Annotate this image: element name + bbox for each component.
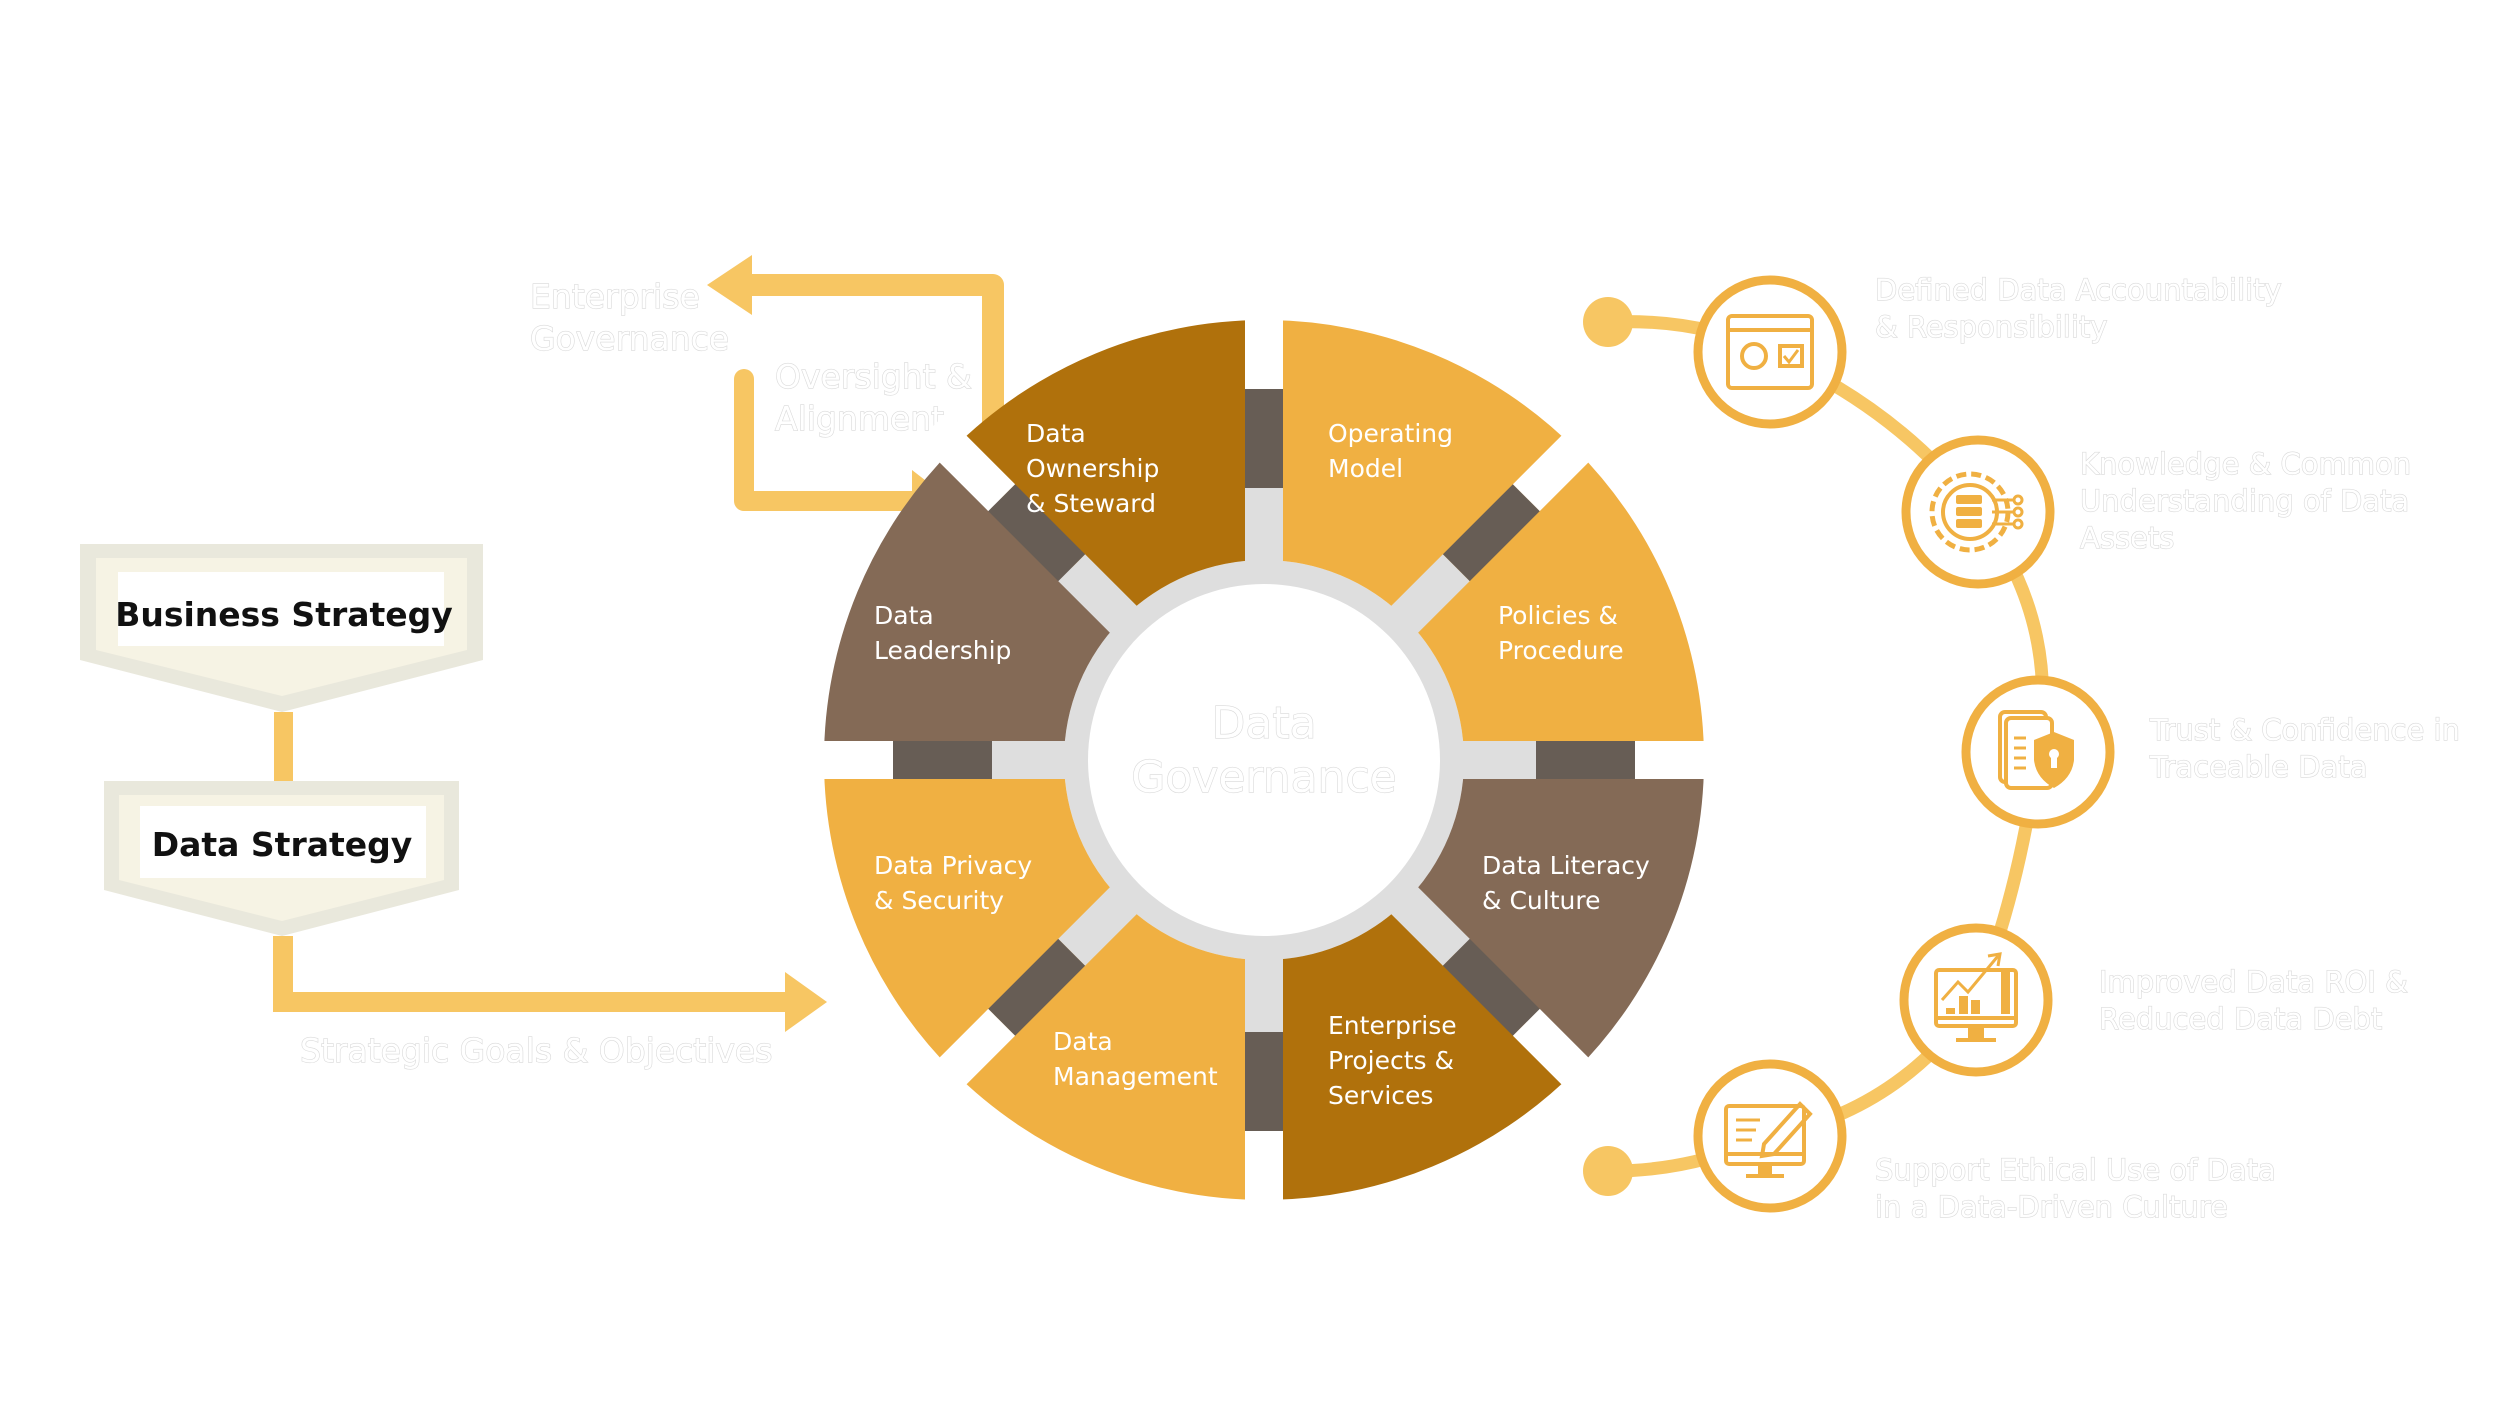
document-shield-icon [1998, 710, 2074, 790]
wheel-segment [952, 320, 1264, 619]
enterprise-governance-label: Enterprise Governance [530, 277, 729, 358]
wheel-segment [1405, 760, 1704, 1072]
segment-label: Policies &Procedure [1498, 601, 1624, 665]
outcomes-timeline: Defined Data Accountability& Responsibil… [1583, 272, 2461, 1225]
segment-wedge [1405, 448, 1704, 760]
segment-wedge [823, 448, 1123, 760]
strategy-connector [274, 712, 293, 782]
business-strategy-box: Business Strategy [80, 544, 483, 712]
segment-wedge [823, 760, 1123, 1072]
wheel-segment [823, 760, 1123, 1072]
segment-label: Data Literacy& Culture [1482, 851, 1650, 915]
spoke-inner [1058, 884, 1140, 966]
spoke-inner [1388, 884, 1470, 966]
business-strategy-label: Business Strategy [115, 595, 453, 634]
spoke-inner [1388, 554, 1470, 636]
enterprise-governance-arrow [707, 255, 1004, 435]
outcome-item: Improved Data ROI &Reduced Data Debt [1899, 923, 2408, 1077]
data-strategy-label: Data Strategy [152, 825, 413, 864]
spoke-connector [1442, 484, 1540, 582]
wheel-segment [1264, 901, 1576, 1200]
segment-wedge [952, 901, 1264, 1200]
outcome-label: Defined Data Accountability& Responsibil… [1875, 273, 2282, 344]
gear-database-icon [1929, 471, 2024, 553]
timeline-start-dot [1583, 297, 1633, 347]
settings-window-icon [1726, 314, 1814, 390]
spoke-gap [1512, 414, 1610, 512]
spoke-connector [988, 938, 1086, 1036]
outcome-label: Improved Data ROI &Reduced Data Debt [2099, 965, 2408, 1036]
data-strategy-box: Data Strategy [104, 781, 459, 936]
monitor-chart-icon [1934, 952, 2018, 1042]
spoke-connector [988, 484, 1086, 582]
segment-wedge [952, 320, 1264, 619]
wheel-segment [1264, 320, 1576, 619]
center-circle [1088, 584, 1440, 936]
spoke-gap [1512, 1008, 1610, 1106]
segment-wedge [1264, 901, 1576, 1200]
strategic-goals-label: Strategic Goals & Objectives [300, 1031, 772, 1070]
outcome-item: Defined Data Accountability& Responsibil… [1693, 272, 2282, 429]
timeline-end-dot [1583, 1146, 1633, 1196]
wheel-segment [952, 901, 1264, 1200]
monitor-pen-icon [1724, 1101, 1813, 1178]
spoke-gap [918, 414, 1016, 512]
spoke-inner [1058, 554, 1140, 636]
strategic-goals-arrow [273, 936, 827, 1032]
oversight-label: Oversight & Alignment [775, 357, 982, 438]
segment-label: Data Privacy& Security [874, 851, 1032, 915]
wheel-segment [1405, 448, 1704, 760]
wheel-segment [823, 448, 1123, 760]
segment-wedge [1405, 760, 1704, 1072]
spoke-connector [1442, 938, 1540, 1036]
outcome-circle [1693, 275, 1847, 429]
spoke-gap [918, 1008, 1016, 1106]
segment-wedge [1264, 320, 1576, 619]
